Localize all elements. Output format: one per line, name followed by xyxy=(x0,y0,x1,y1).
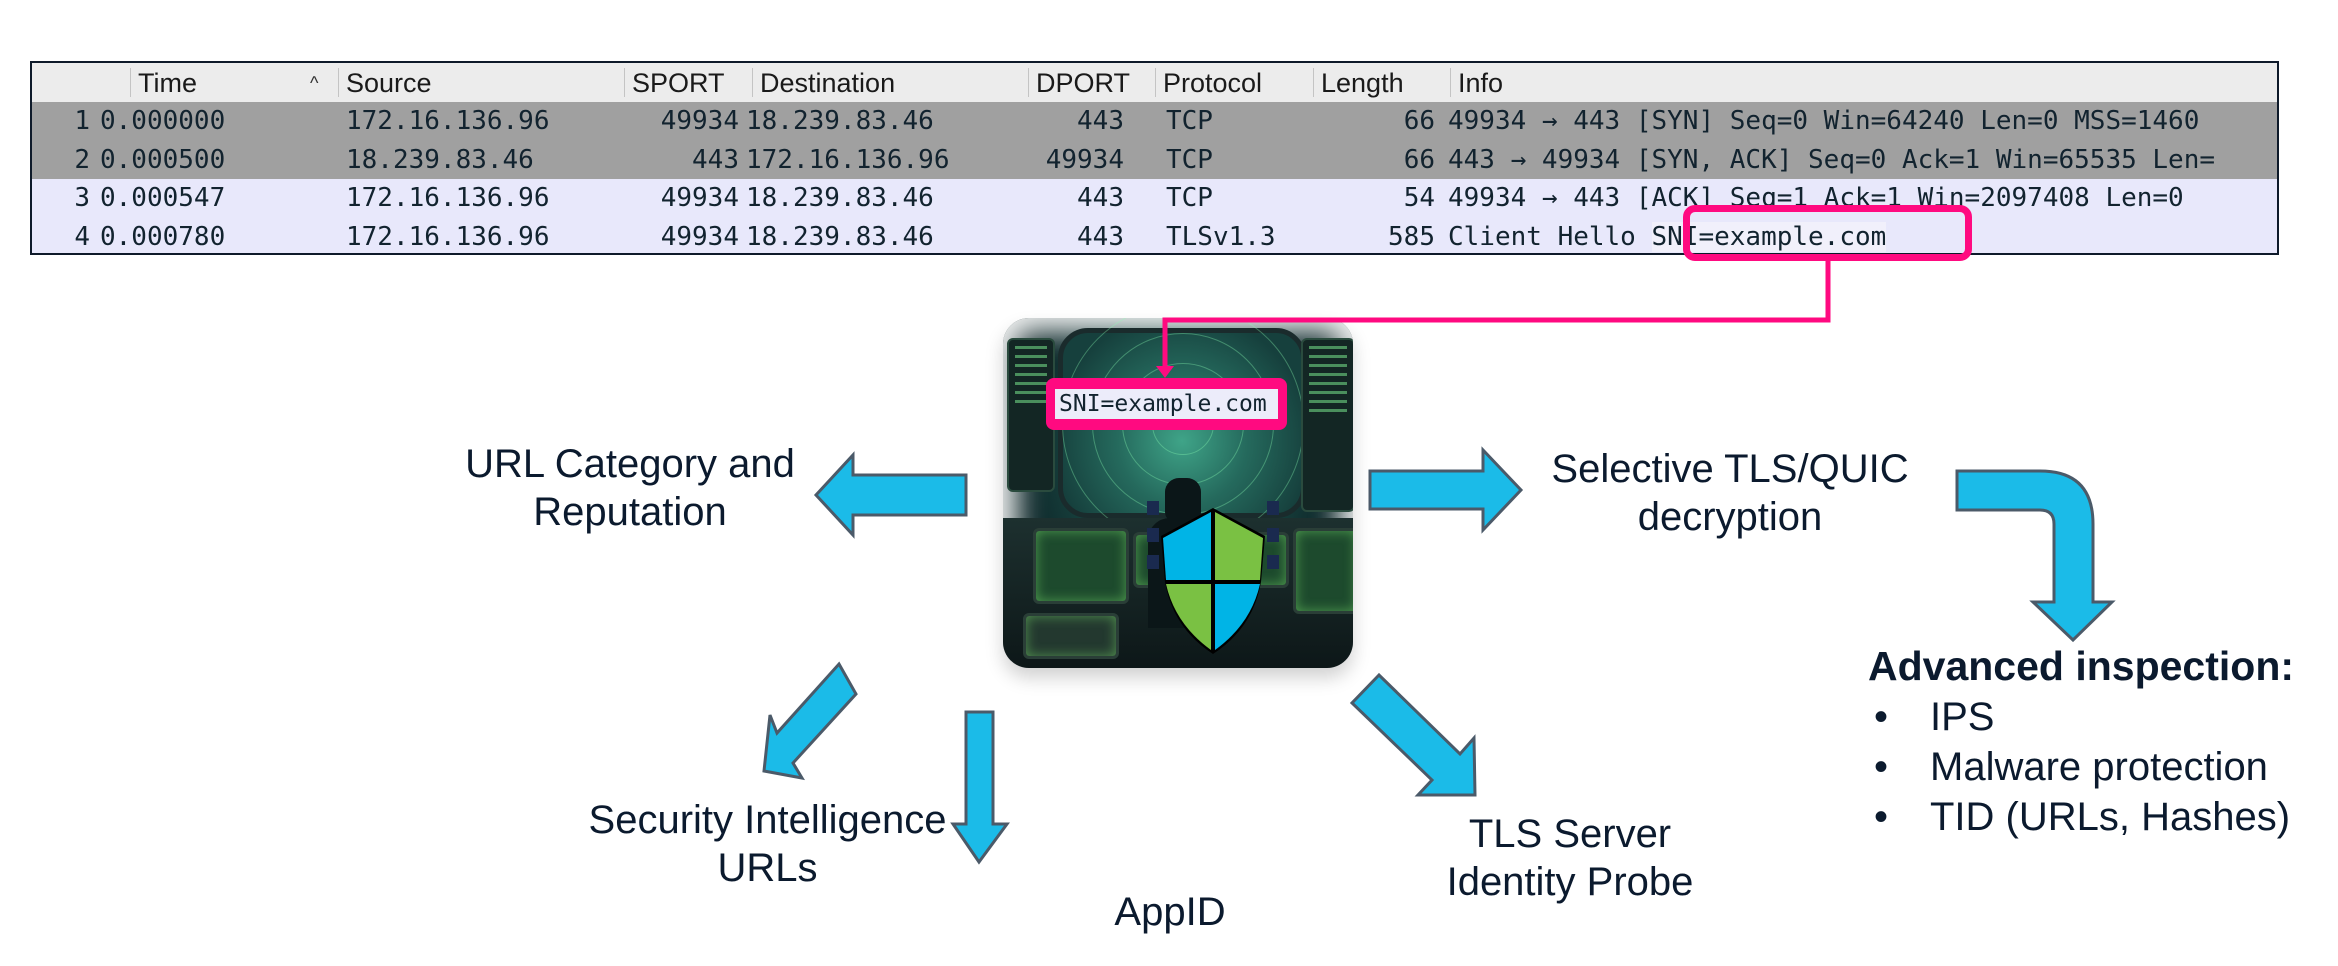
arrow-right-icon xyxy=(1368,446,1524,534)
cell-destination: 18.239.83.46 xyxy=(746,183,934,213)
column-header-dport[interactable]: DPORT xyxy=(1036,68,1131,98)
list-item: •TID (URLs, Hashes) xyxy=(1874,795,2291,839)
advanced-inspection-title: Advanced inspection: xyxy=(1868,643,2295,689)
security-operator-illustration xyxy=(1003,318,1353,668)
cell-time: 0.000500 xyxy=(100,144,226,175)
label-url-category: URL Category and Reputation xyxy=(465,442,795,534)
cell-destination: 18.239.83.46 xyxy=(746,221,934,252)
column-header-source[interactable]: Source xyxy=(346,68,432,98)
cell-length: 66 xyxy=(1403,106,1435,136)
cell-destination: 18.239.83.46 xyxy=(746,106,934,136)
sni-callout-text: SNI=example.com xyxy=(1055,389,1278,419)
label-security-intelligence: Security Intelligence URLs xyxy=(588,798,947,890)
cell-sport: 49934 xyxy=(660,106,739,136)
cell-time: 0.000000 xyxy=(100,106,226,136)
column-header-destination[interactable]: Destination xyxy=(760,68,896,98)
cell-protocol: TCP xyxy=(1166,144,1213,175)
column-separator[interactable] xyxy=(1155,68,1156,97)
column-header-length[interactable]: Length xyxy=(1321,68,1404,98)
label-selective-decryption: Selective TLS/QUIC decryption xyxy=(1551,447,1909,539)
sni-highlight-text: SNI=example.com xyxy=(1651,221,1887,252)
sni-connector-line xyxy=(1156,261,1831,378)
column-header-protocol[interactable]: Protocol xyxy=(1163,68,1263,98)
cell-sport: 49934 xyxy=(660,221,739,252)
arrow-down-icon xyxy=(950,710,1010,865)
cell-source: 172.16.136.96 xyxy=(346,106,550,136)
label-tls-server-identity-probe: TLS Server Identity Probe xyxy=(1446,812,1694,904)
cell-sport: 443 xyxy=(692,144,739,175)
cell-protocol: TCP xyxy=(1166,106,1213,136)
column-separator[interactable] xyxy=(752,68,753,97)
column-separator[interactable] xyxy=(338,68,339,97)
arrow-down-right-icon xyxy=(1349,672,1477,797)
cell-source: 172.16.136.96 xyxy=(346,221,550,252)
cell-info: Client Hello SNI=example.com xyxy=(1448,221,1887,252)
cell-dport: 443 xyxy=(1077,106,1124,136)
cell-length: 54 xyxy=(1403,183,1435,213)
cell-length: 66 xyxy=(1403,144,1435,175)
arrow-curved-down-icon xyxy=(1955,469,2116,643)
cell-dport: 49934 xyxy=(1045,144,1124,175)
cell-no: 4 xyxy=(74,221,90,252)
column-separator[interactable] xyxy=(1450,68,1451,97)
cell-no: 1 xyxy=(74,106,90,136)
list-item: •Malware protection xyxy=(1874,745,2268,789)
cell-source: 18.239.83.46 xyxy=(346,144,534,175)
cell-info: 443 → 49934 [SYN, ACK] Seq=0 Ack=1 Win=6… xyxy=(1448,144,2216,175)
packet-list-header: Time ^ Source SPORT Destination DPORT Pr… xyxy=(32,63,2277,102)
column-separator[interactable] xyxy=(1313,68,1314,97)
cell-source: 172.16.136.96 xyxy=(346,183,550,213)
column-header-time[interactable]: Time xyxy=(138,68,197,98)
cell-time: 0.000547 xyxy=(100,183,226,213)
cell-no: 3 xyxy=(74,183,90,213)
column-separator[interactable] xyxy=(624,68,625,97)
cell-sport: 49934 xyxy=(660,183,739,213)
cell-dport: 443 xyxy=(1077,221,1124,252)
arrow-left-icon xyxy=(813,451,968,539)
cell-protocol: TCP xyxy=(1166,183,1213,213)
cell-time: 0.000780 xyxy=(100,221,226,252)
label-appid: AppID xyxy=(1114,890,1226,934)
list-item: •IPS xyxy=(1874,695,1995,739)
cell-no: 2 xyxy=(74,144,90,175)
cell-dport: 443 xyxy=(1077,183,1124,213)
column-header-info[interactable]: Info xyxy=(1458,68,1504,98)
cell-protocol: TLSv1.3 xyxy=(1166,221,1276,252)
sni-callout-box: SNI=example.com xyxy=(1046,378,1287,430)
sni-highlight-box xyxy=(1683,205,1972,261)
cell-length: 585 xyxy=(1388,221,1435,252)
column-header-sport[interactable]: SPORT xyxy=(632,68,725,98)
shield-icon xyxy=(1147,501,1279,654)
column-separator[interactable] xyxy=(1028,68,1029,97)
cell-destination: 172.16.136.96 xyxy=(746,144,950,175)
column-separator[interactable] xyxy=(130,68,131,97)
sort-ascending-icon[interactable]: ^ xyxy=(310,73,319,93)
cell-info: 49934 → 443 [SYN] Seq=0 Win=64240 Len=0 … xyxy=(1448,106,2200,136)
advanced-inspection-list: •IPS •Malware protection •TID (URLs, Has… xyxy=(1868,692,2290,842)
arrow-down-left-icon xyxy=(762,661,858,781)
